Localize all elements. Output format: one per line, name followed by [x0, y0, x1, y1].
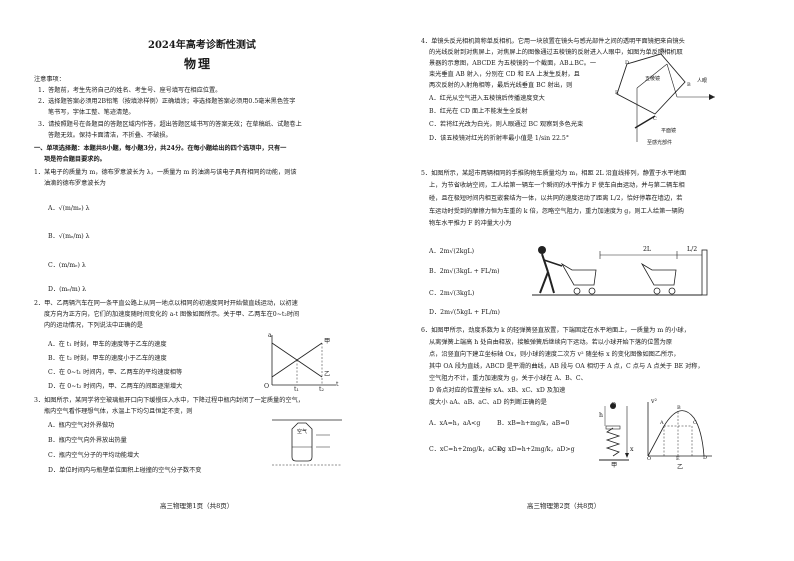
- question-5-stem: 5．如图所示，某超市两辆相同的手推购物车质量均为 m，相距 2L 沿直线排列，静…: [421, 170, 687, 177]
- question-5-option-c: C．2m√(3kgL): [429, 290, 475, 297]
- question-2-option-d: D．在 0~t₂ 时间内，甲、乙两车的间距逐渐增大: [48, 383, 183, 390]
- v2-x-graph: [647, 402, 712, 457]
- axis-v2-label: v²: [651, 398, 657, 405]
- question-4-stem: 束光垂直 AB 射入，分别在 CD 和 EA 上发生反射，且: [429, 71, 580, 78]
- graph-axis-a: a: [268, 332, 272, 339]
- question-2-option-c: C．在 0~t₁ 时间内，甲、乙两车的平均速度相等: [48, 369, 183, 376]
- bottle-in-water-figure: [272, 419, 342, 466]
- graph-series-yi: 乙: [324, 371, 331, 378]
- exam-page-2: 4．单镜头反光相机简称单反相机，它用一块放置在镜头与感光部件之间的透明平面镜把来…: [397, 0, 794, 561]
- note-line: 2．选择题答案必须用2B铅笔（按填涂样例）正确填涂；非选择题答案必须用0.5毫米…: [38, 98, 296, 105]
- question-3-stem: 3．如图所示，某同学将空玻璃瓶开口向下缓慢压入水中，下降过程中瓶内封闭了一定质量…: [34, 397, 304, 404]
- question-4-stem: 景器的示意图，ABCDE 为五棱镜的一个截面，AB⊥BC。一: [429, 60, 597, 67]
- at-graph: [271, 335, 336, 386]
- eye-label: 人眼: [697, 78, 708, 84]
- question-6-option-c: C．xC=h+2mg/k，aC<g: [429, 446, 506, 453]
- question-6-stem: 从离弹簧上端高 h 处自由释放，接触弹簧后继续向下运动。若以小球开始下落的位置为…: [429, 339, 673, 346]
- question-5-stem: 碰，且在极短时间内相互嵌套结为一体，以共同的速度运动了距离 L/2，恰好停靠在墙…: [429, 195, 683, 202]
- question-4-option-b: B．红光在 CD 面上不能发生全反射: [429, 108, 528, 115]
- question-5-stem: 上，为节省收纳空间，工人给第一辆车一个瞬间的水平推力 F 使车自由运动，并与第二…: [429, 182, 685, 189]
- exam-title: 2024年高考诊断性测试: [148, 40, 256, 51]
- sensor-label: 至感光部件: [647, 140, 673, 146]
- question-5-stem: 物车水平推力 F 的冲量大小为: [429, 220, 512, 227]
- note-line: 3．请按照题号在各题目的答题区域内作答，超出答题区域书写的答案无效；在草稿纸、试…: [38, 121, 302, 128]
- vertex-b: B: [687, 82, 691, 88]
- subject-title: 物理: [184, 57, 213, 71]
- question-6-stem: 点，沿竖直向下建立坐标轴 Ox，则小球的速度二次方 v² 随坐标 x 的变化图像…: [429, 351, 680, 358]
- question-3-option-d: D．单位时间内与瓶壁单位面积上碰撞的空气分子数不变: [48, 467, 202, 474]
- origin-label: O: [611, 402, 617, 409]
- question-5-option-d: D．2m√(5kgL + FL/m): [429, 309, 500, 316]
- question-6-option-a: A．xA=h，aA<g: [429, 420, 481, 427]
- question-2-option-a: A．在 t₁ 时刻，甲车的速度等于乙车的速度: [48, 341, 167, 348]
- question-2-stem: 内的运动情况，下列说法中正确的是: [44, 322, 143, 329]
- notes-heading: 注意事项：: [34, 76, 65, 83]
- question-1-option-a: A．√(m/mₑ) λ: [48, 205, 90, 212]
- question-6-option-b: B．xB=h+mg/k，aB=0: [497, 420, 570, 427]
- figure-yi-label: 乙: [677, 464, 684, 471]
- shopping-carts-figure: [532, 246, 708, 296]
- distance-2L: 2L: [643, 246, 652, 253]
- question-1-stem: 1．某电子的质量为 m，德布罗意波长为 λ，一质量为 m 的油滴与该电子具有相同…: [34, 169, 297, 176]
- question-2-option-b: B．在 t₂ 时刻，甲车的速度小于乙车的速度: [48, 355, 167, 362]
- axis-x-label: x: [630, 446, 634, 453]
- graph-axis-t: t: [336, 381, 339, 388]
- question-4-option-c: C．若将红光改为白光，则人眼通过 BC 观察到多色光束: [429, 121, 584, 128]
- vertex-c: C: [653, 116, 657, 122]
- question-2-stem: 2．甲、乙两辆汽车在同一条平直公路上从同一地点以相同的初速度同时开始做直线运动，…: [34, 300, 298, 307]
- pentaprism-figure: [616, 53, 715, 142]
- question-1-option-c: C．(m/mₑ) λ: [48, 262, 86, 269]
- section-heading: 项是符合题目要求的。: [44, 156, 106, 163]
- vertex-a: A: [661, 48, 665, 54]
- figure-jia-label: 甲: [611, 462, 618, 469]
- spring-figure: [599, 403, 629, 461]
- distance-half-L: L/2: [687, 246, 698, 253]
- height-h: h: [599, 412, 603, 419]
- question-1-option-d: D．(mₑ/m) λ: [48, 286, 87, 293]
- vertex-d: D: [625, 60, 630, 66]
- point-d: D: [703, 455, 708, 461]
- question-4-stem: 4．单镜头反光相机简称单反相机，它用一块放置在镜头与感光部件之间的透明平面镜把来…: [421, 38, 685, 45]
- question-6-stem: 空气阻力不计，重力加速度为 g，关于小球在 A、B、C、: [429, 375, 587, 382]
- question-5-option-b: B．2m√(3kgL + FL/m): [429, 268, 500, 275]
- note-line: 1．答题前，考生先将自己的姓名、考生号、座号填写在相应位置。: [38, 87, 222, 94]
- exam-page-1: 2024年高考诊断性测试 物理 注意事项： 1．答题前，考生先将自己的姓名、考生…: [34, 40, 342, 510]
- graph-origin: O: [264, 383, 270, 390]
- question-4-stem: 两次反射的入射角相等，最后光线垂直 BC 射出，则: [429, 82, 573, 89]
- point-c: C: [693, 420, 697, 426]
- note-line: 笔书写，字体工整、笔迹清楚。: [48, 109, 135, 116]
- graph-t2: t₂: [319, 386, 324, 393]
- point-e: E: [676, 456, 680, 462]
- page-footer: 高三物理第1页（共8页）: [160, 502, 234, 510]
- question-6-stem: D 各点对应的位置坐标 xA、xB、xC、xD 及加速: [429, 387, 566, 394]
- prism-label: 五棱镜: [645, 76, 661, 82]
- question-1-option-b: B．√(mₑ/m) λ: [48, 233, 90, 240]
- question-2-stem: 度方向为正方向，它们的加速度随时间变化的 a-t 图像如图所示。关于甲、乙两车在…: [44, 311, 300, 318]
- mirror-label: 平面镜: [661, 128, 677, 134]
- question-1-stem: 油滴的德布罗意波长为: [44, 180, 106, 187]
- question-3-option-b: B．瓶内空气向外界放出热量: [48, 437, 127, 444]
- point-a: A: [660, 420, 664, 426]
- point-b: B: [677, 405, 681, 411]
- question-6-stem: 度大小 aA、aB、aC、aD 的判断正确的是: [429, 399, 547, 406]
- question-6-stem: 其中 OA 段为直线，ABCD 是平滑的曲线，AB 段与 OA 相切于 A 点，…: [429, 363, 704, 370]
- graph-t1: t₁: [294, 386, 299, 393]
- graph-origin-o: O: [647, 456, 652, 462]
- question-6-stem: 6．如图甲所示，劲度系数为 k 的轻弹簧竖直放置，下端固定在水平地面上，一质量为…: [421, 327, 690, 334]
- question-6-option-d: D．xD=h+2mg/k，aD>g: [497, 446, 575, 453]
- question-3-option-c: C．瓶内空气分子的平均动能增大: [48, 452, 140, 459]
- question-5-option-a: A．2m√(2kgL): [429, 248, 474, 255]
- vertex-e: E: [615, 90, 619, 96]
- graph-series-jia: 甲: [324, 338, 331, 345]
- question-4-option-a: A．红光从空气进入五棱镜后传播速度变大: [429, 95, 545, 102]
- question-3-option-a: A．瓶内空气对外界做功: [48, 422, 115, 429]
- section-heading: 一、单项选择题：本题共8小题，每小题3分，共24分。在每小题给出的四个选项中，只…: [34, 145, 287, 152]
- question-5-stem: 车运动时受到的摩擦力恒为车重的 k 倍，忽略空气阻力，重力加速度为 g，则工人给…: [429, 208, 684, 215]
- note-line: 答题无效。保持卡面清洁，不折叠、不破损。: [48, 132, 172, 139]
- question-4-option-d: D．该五棱镜对红光的折射率最小值是 1/sin 22.5°: [429, 135, 569, 142]
- page-footer: 高三物理第2页（共8页）: [527, 502, 601, 510]
- question-4-stem: 的光线反射到对焦屏上，对焦屏上的图像通过五棱镜的反射进入人眼中，如图为单反照相机…: [429, 49, 683, 56]
- bottle-air-label: 空气: [297, 429, 308, 435]
- question-3-stem: 瓶内空气看作理想气体，水温上下均匀且恒定不变，则: [44, 408, 193, 415]
